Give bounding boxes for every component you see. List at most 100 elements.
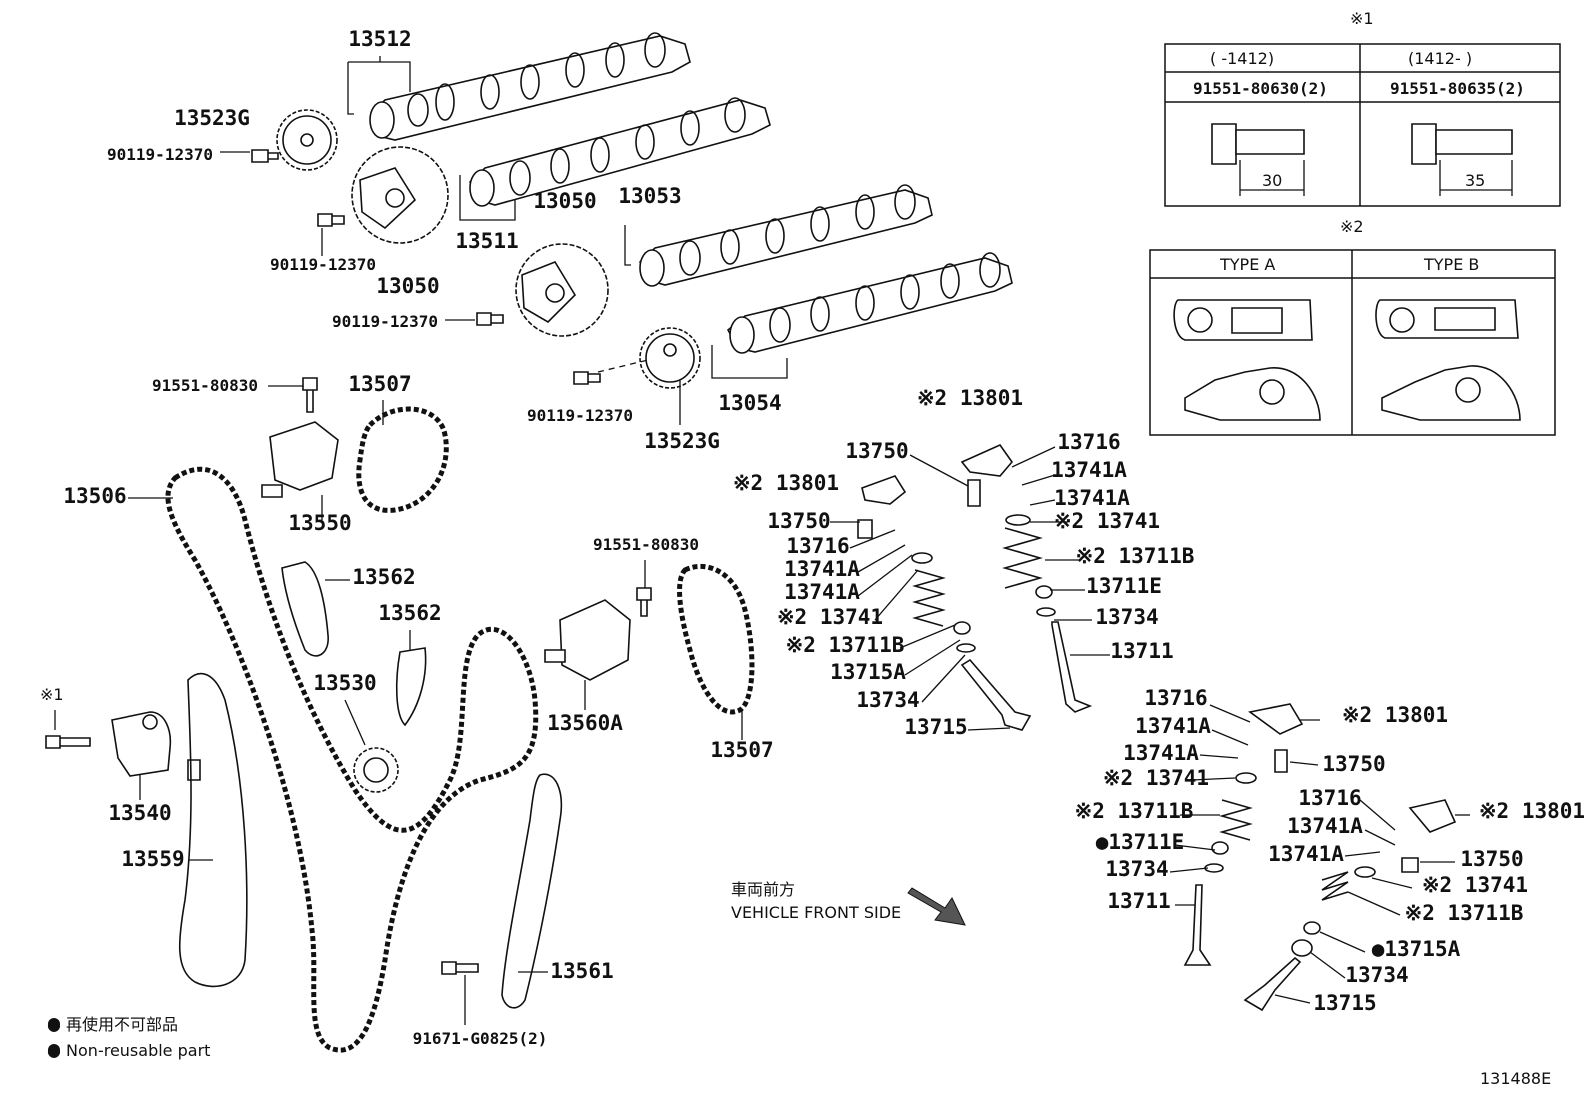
- legend-en: ● Non-reusable part: [47, 1041, 210, 1060]
- vvt-gear-13050-upper: [351, 146, 449, 244]
- part-label-13561: 13561: [550, 959, 613, 983]
- part-label-13741a: 13741A: [1135, 714, 1211, 738]
- note1-col2-range: (1412- ): [1408, 49, 1472, 68]
- note1-col2-length: 35: [1465, 171, 1485, 190]
- part-label-13734: 13734: [1095, 605, 1158, 629]
- part-label-2-13741: ※2 13741: [1422, 873, 1528, 897]
- part-label-91551-80830: 91551-80830: [152, 376, 258, 395]
- part-label-13715a: 13715A: [830, 660, 906, 684]
- part-label-90119-12370: 90119-12370: [270, 255, 376, 274]
- note2-type-a: TYPE A: [1219, 255, 1275, 274]
- part-label-2-13711b: ※2 13711B: [786, 633, 905, 657]
- part-label-90119-12370: 90119-12370: [527, 406, 633, 425]
- part-label-13711e: 13711E: [1086, 574, 1162, 598]
- crank-sprocket-13530: [353, 747, 399, 793]
- cam-chain-13507-upper: [356, 406, 449, 513]
- part-label-2-13741: ※2 13741: [1054, 509, 1160, 533]
- note1-col1-length: 30: [1262, 171, 1282, 190]
- chain-guide-13561: [501, 773, 563, 1009]
- front-direction-arrow-icon: [907, 887, 966, 926]
- cam-chain-13507-lower: [677, 563, 755, 715]
- drawing-number: 131488E: [1480, 1069, 1551, 1088]
- part-label-13540: 13540: [108, 801, 171, 825]
- part-label-13523g: 13523G: [644, 429, 720, 453]
- tensioner-13540: [111, 711, 172, 777]
- part-label-13716: 13716: [786, 534, 849, 558]
- part-label-13711: 13711: [1107, 889, 1170, 913]
- part-label-13741a: 13741A: [784, 580, 860, 604]
- part-label-13562: 13562: [352, 565, 415, 589]
- part-label-13741a: 13741A: [784, 557, 860, 581]
- part-label-13053: 13053: [618, 184, 681, 208]
- part-label-13054: 13054: [718, 391, 781, 415]
- tensioner-13550: [261, 421, 339, 498]
- note2-mark: ※2: [1340, 217, 1364, 236]
- legend-jp: ● 再使用不可部品: [47, 1015, 178, 1034]
- part-label-2-13741: ※2 13741: [1103, 766, 1209, 790]
- timing-chain-13506: [165, 466, 539, 1053]
- camshaft-13511: [469, 97, 771, 207]
- camshaft-13512: [369, 32, 691, 141]
- part-label-2-13801: ※2 13801: [1479, 799, 1585, 823]
- front-side-jp: 車両前方: [731, 880, 795, 899]
- legend-dot-icon: [48, 1044, 60, 1056]
- part-label-13506: 13506: [63, 484, 126, 508]
- part-label-2-13711b: ※2 13711B: [1075, 799, 1194, 823]
- part-label-13050: 13050: [533, 189, 596, 213]
- valvetrain-parts: [857, 444, 1457, 1012]
- chain-guide-13559: [178, 672, 248, 988]
- part-label-13716: 13716: [1144, 686, 1207, 710]
- tensioner-13560a: [544, 599, 631, 681]
- note2-type-b: TYPE B: [1423, 255, 1479, 274]
- part-label-90119-12370: 90119-12370: [332, 312, 438, 331]
- part-label-13715: 13715: [1313, 991, 1376, 1015]
- part-label-13562: 13562: [378, 601, 441, 625]
- part-label-13741a: 13741A: [1287, 814, 1363, 838]
- part-label-2-13801: ※2 13801: [917, 386, 1023, 410]
- part-label-13711e: ●13711E: [1096, 830, 1185, 854]
- part-label-13711: 13711: [1110, 639, 1173, 663]
- legend-dot-icon: [48, 1018, 60, 1030]
- part-label-90119-12370: 90119-12370: [107, 145, 213, 164]
- part-label-13741a: 13741A: [1054, 486, 1130, 510]
- part-label-13750: 13750: [1460, 847, 1523, 871]
- part-label-13750: 13750: [767, 509, 830, 533]
- part-label-13050: 13050: [376, 274, 439, 298]
- part-label-13741a: 13741A: [1051, 458, 1127, 482]
- side-note-mark: ※1: [40, 685, 64, 704]
- chain-damper-13562-a: [281, 561, 329, 657]
- part-label-13715: 13715: [904, 715, 967, 739]
- part-label-13734: 13734: [1105, 857, 1168, 881]
- bolt-icon: [45, 149, 652, 975]
- part-label-13716: 13716: [1057, 430, 1120, 454]
- part-label-2-13801: ※2 13801: [1342, 703, 1448, 727]
- part-label-91671-g0825-2: 91671-G0825(2): [413, 1029, 548, 1048]
- note1-col2-part: 91551-80635(2): [1390, 79, 1525, 98]
- part-number-labels: 13512 13523G 90119-12370 13511 13050 13053 901…: [63, 27, 1585, 1048]
- part-label-13734: 13734: [1345, 963, 1408, 987]
- camshaft-13054: [726, 252, 1013, 354]
- part-label-13507: 13507: [348, 372, 411, 396]
- part-label-13750: 13750: [1322, 752, 1385, 776]
- note1-col1-part: 91551-80630(2): [1193, 79, 1328, 98]
- chain-damper-13562-b: [395, 647, 427, 727]
- part-label-13559: 13559: [121, 847, 184, 871]
- part-label-13511: 13511: [455, 229, 518, 253]
- part-label-2-13741: ※2 13741: [777, 605, 883, 629]
- part-label-13550: 13550: [288, 511, 351, 535]
- camshaft-13053: [639, 184, 933, 287]
- vvt-gear-13050-lower: [515, 243, 609, 337]
- part-label-13715a: ●13715A: [1372, 937, 1461, 961]
- part-label-91551-80830: 91551-80830: [593, 535, 699, 554]
- part-label-13741a: 13741A: [1123, 741, 1199, 765]
- cam-sprocket-13523g-lower: [639, 327, 701, 389]
- part-label-13507: 13507: [710, 738, 773, 762]
- part-label-2-13801: ※2 13801: [733, 471, 839, 495]
- part-label-13512: 13512: [348, 27, 411, 51]
- part-label-13716: 13716: [1298, 786, 1361, 810]
- front-side-en: VEHICLE FRONT SIDE: [731, 903, 901, 922]
- part-label-13741a: 13741A: [1268, 842, 1344, 866]
- part-label-13560a: 13560A: [547, 711, 623, 735]
- leader-lines: [54, 56, 1470, 1025]
